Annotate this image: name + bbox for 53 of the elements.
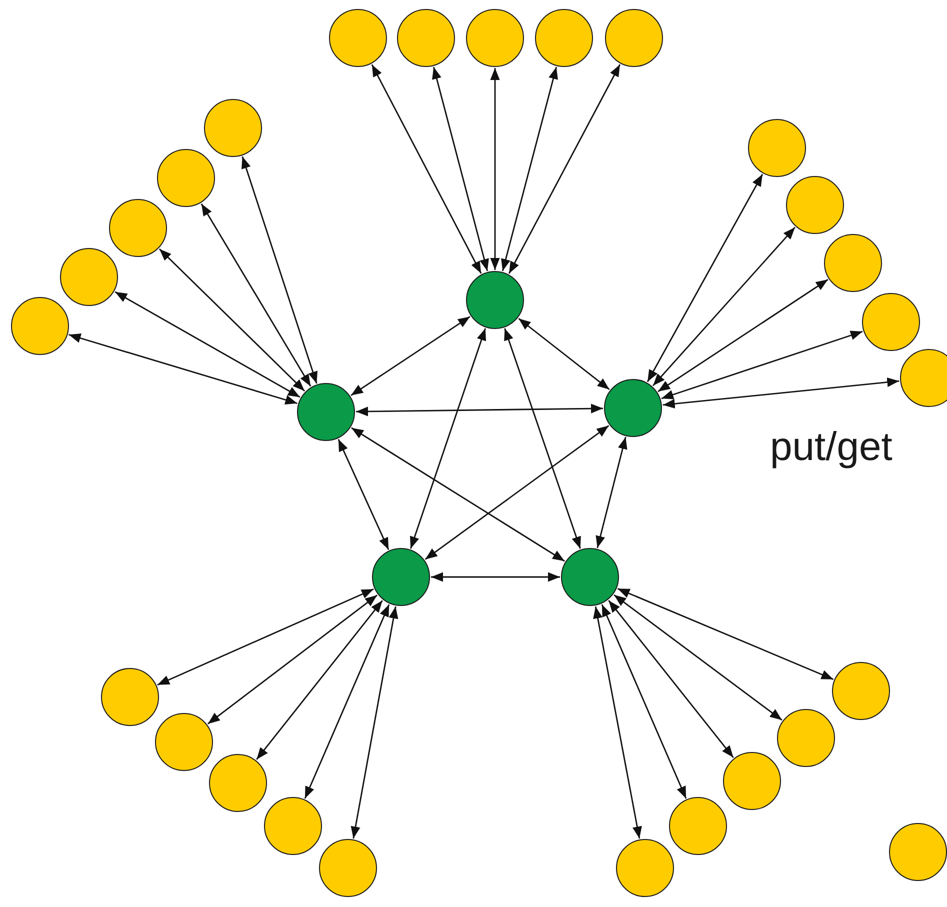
double-arrow [652,226,796,386]
double-arrow [242,156,318,384]
hub-node-circle [297,383,355,441]
double-arrow [601,604,687,799]
double-arrow [504,328,581,549]
double-arrow [356,404,604,416]
double-arrow [157,588,374,686]
operation-label: put/get [770,425,892,470]
double-arrow [431,572,560,582]
double-arrow [608,600,734,758]
double-arrow [68,334,298,404]
double-arrow [662,377,900,409]
double-arrow [661,330,863,400]
peer-node-circle [157,149,215,207]
peer-node-circle [900,349,947,407]
double-arrow [200,203,312,387]
double-arrow [614,594,782,721]
double-arrow [371,64,482,274]
double-arrow [617,588,834,680]
double-arrow [490,68,500,270]
peer-node-circle [862,293,920,351]
double-arrow [114,291,300,398]
double-arrow [508,64,621,274]
peer-node-circle [669,797,727,855]
hub-node-circle [604,379,662,437]
double-arrow [518,318,610,390]
peer-node-circle [786,176,844,234]
double-arrow [256,600,383,760]
double-arrow [596,436,628,548]
double-arrow [304,604,390,799]
peer-node-circle [155,713,213,771]
peer-node-circle [723,752,781,810]
double-arrow [593,606,642,839]
double-arrow [424,425,610,560]
double-arrow [351,427,565,562]
double-arrow [207,594,378,724]
double-arrow [338,439,390,550]
double-arrow [350,606,398,839]
peer-node-circle [209,754,267,812]
peer-node-circle [824,234,882,292]
peer-node-circle [264,797,322,855]
hub-node-circle [561,548,619,606]
peer-node-circle [60,248,118,306]
hub-node-circle [372,548,430,606]
double-arrow [658,278,828,392]
double-arrow [501,66,558,272]
hub-node-circle [466,271,524,329]
peer-node-circle [109,199,167,257]
double-arrow [410,328,486,549]
double-arrow [646,174,764,382]
double-arrow [432,66,489,272]
double-arrow [350,316,470,396]
double-arrow [158,248,306,392]
